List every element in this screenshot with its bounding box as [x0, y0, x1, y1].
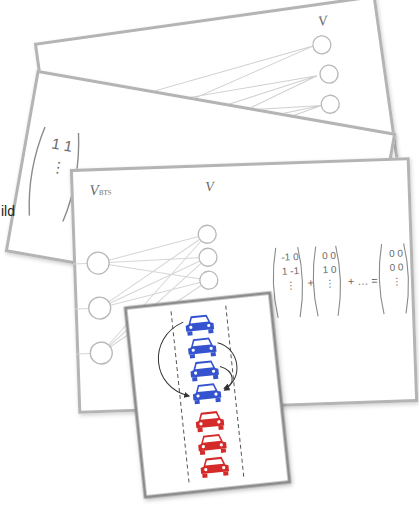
set-name: V	[312, 12, 334, 31]
plus-sign: +	[305, 276, 317, 290]
slide-card: VBTS V -1 0 1 -1 ⋮ +0 0 1 0 ⋮+ … =0 0 0 0 ⋮	[70, 157, 418, 414]
sum-operator: + … =	[341, 274, 385, 289]
set-name: VBTS	[89, 180, 130, 199]
cut-off-text: ild	[1, 203, 15, 219]
set-name: V	[199, 179, 220, 196]
column-vector: -1 0 1 -1 ⋮	[280, 250, 301, 293]
column-vector: 0 0 1 0 ⋮	[320, 249, 339, 292]
column-vector: 0 0 0 0 ⋮	[386, 246, 407, 289]
